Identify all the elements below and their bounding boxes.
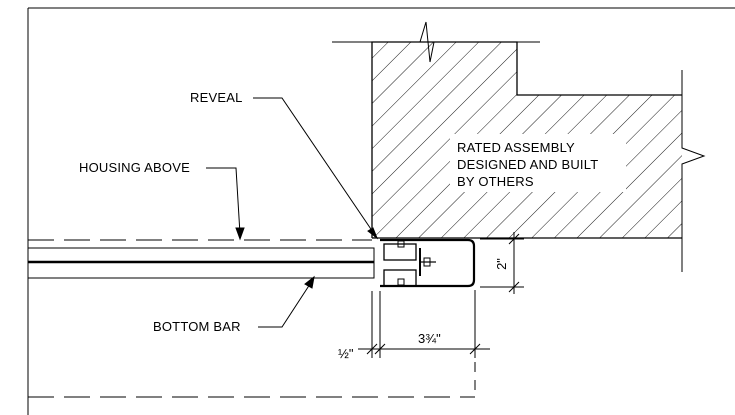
rated-assembly-label-line1: RATED ASSEMBLY <box>457 140 575 155</box>
housing-arrowhead <box>235 227 245 241</box>
label-knockout <box>450 134 626 192</box>
housing-width-text: 3¾" <box>418 331 441 346</box>
bottom-bar-leader <box>258 280 313 328</box>
housing-above-label: HOUSING ABOVE <box>79 160 190 175</box>
housing-bracket <box>380 238 476 288</box>
reveal-width-text: ½" <box>338 346 354 361</box>
height-dimension <box>480 232 524 294</box>
bottom-bar-label: BOTTOM BAR <box>153 319 241 334</box>
bottom-bar <box>27 247 375 279</box>
height-dimension-text: 2" <box>494 258 509 270</box>
reveal-leader <box>253 97 378 239</box>
width-dimensions <box>358 291 490 358</box>
reveal-label: REVEAL <box>190 90 243 105</box>
top-break-line <box>332 21 540 63</box>
right-break-line <box>681 70 706 272</box>
housing-leader <box>206 167 241 235</box>
rated-assembly-label-line2: DESIGNED AND BUILT <box>457 157 598 172</box>
leaders <box>206 97 379 328</box>
reveal-arrowhead <box>367 227 379 240</box>
bottom-bar-arrowhead <box>304 275 315 289</box>
rated-assembly-label-line3: BY OTHERS <box>457 174 534 189</box>
